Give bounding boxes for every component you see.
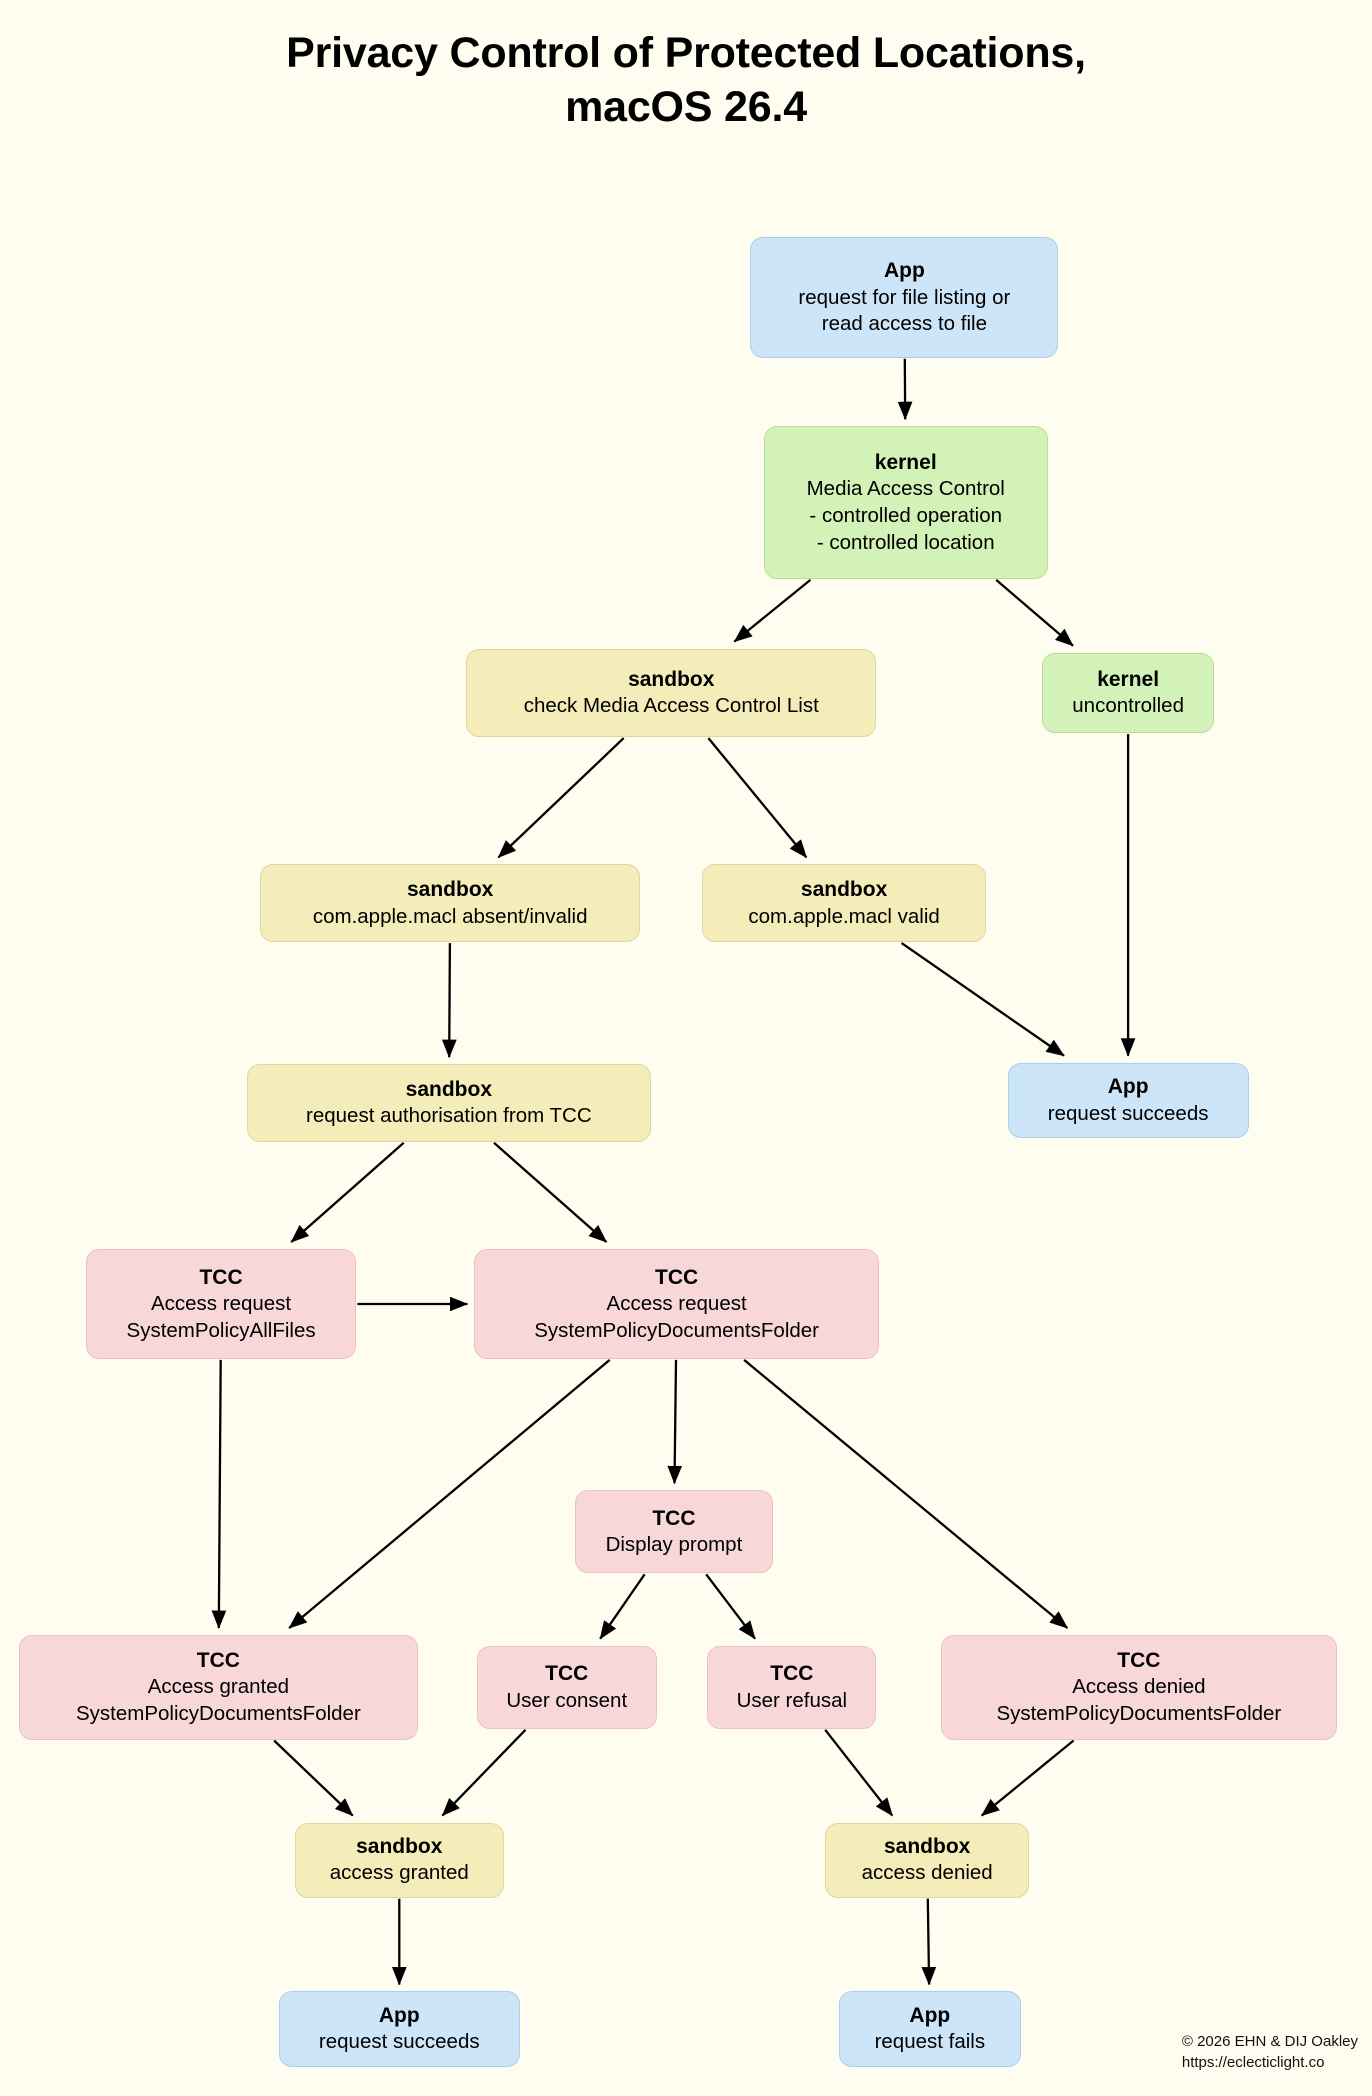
- edge-sandbox-check-to-sandbox-macl-absent: [497, 737, 625, 859]
- node-label: sandbox: [883, 1835, 971, 1859]
- node-text-line: access granted: [329, 1861, 469, 1885]
- node-text-line: Media Access Control: [806, 477, 1005, 501]
- edge-tcc-user-consent-to-sandbox-granted: [441, 1728, 527, 1817]
- edge-tcc-display-prompt-to-tcc-user-consent: [599, 1573, 646, 1640]
- node-text-line: - controlled location: [816, 530, 995, 554]
- credit-copyright: © 2026 EHN & DIJ Oakley: [1181, 2032, 1358, 2050]
- page-title-line-1: Privacy Control of Protected Locations,: [286, 29, 1086, 77]
- node-label: TCC: [545, 1662, 589, 1686]
- node-text-line: Access denied: [1072, 1675, 1206, 1699]
- edge-sandbox-macl-valid-to-app-succeeds-top: [900, 942, 1065, 1057]
- node-text-line: com.apple.macl valid: [748, 904, 940, 928]
- node-text-line: User consent: [506, 1688, 628, 1712]
- node-label: App: [883, 259, 925, 283]
- edge-tcc-req-docsfolder-to-tcc-denied: [743, 1359, 1069, 1629]
- edge-kernel-mac-to-sandbox-check: [733, 579, 812, 643]
- node-text-line: - controlled operation: [809, 503, 1003, 527]
- edge-sandbox-denied-to-app-fails: [921, 1898, 937, 1986]
- node-sandbox-request-tcc: sandbox request authorisation from TCC: [246, 1064, 652, 1142]
- node-label: TCC: [199, 1265, 243, 1289]
- node-text-line: request authorisation from TCC: [306, 1104, 592, 1128]
- node-kernel-uncontrolled: kernel uncontrolled: [1042, 652, 1214, 734]
- credit-url: https://eclecticlight.co: [1181, 2054, 1325, 2072]
- node-label: sandbox: [407, 878, 494, 902]
- node-text-line: SystemPolicyDocumentsFolder: [75, 1701, 361, 1725]
- node-label: sandbox: [628, 667, 715, 691]
- node-text-line: access denied: [861, 1861, 993, 1885]
- edge-tcc-req-docsfolder-to-tcc-display-prompt: [667, 1359, 683, 1485]
- edge-tcc-display-prompt-to-tcc-user-refusal: [705, 1573, 756, 1640]
- node-tcc-display-prompt: TCC Display prompt: [574, 1490, 774, 1574]
- edge-tcc-req-allfiles-to-tcc-granted: [211, 1359, 227, 1629]
- node-app-succeeds-bottom: App request succeeds: [278, 1991, 520, 2067]
- edge-tcc-user-refusal-to-sandbox-denied: [824, 1729, 894, 1817]
- node-label: TCC: [1117, 1648, 1161, 1672]
- edge-tcc-granted-to-sandbox-granted: [273, 1739, 354, 1817]
- node-text-line: User refusal: [736, 1688, 848, 1712]
- node-text-line: Access request: [150, 1291, 292, 1315]
- node-app-fails: App request fails: [838, 1991, 1021, 2067]
- node-sandbox-check: sandbox check Media Access Control List: [466, 648, 877, 738]
- node-label: sandbox: [405, 1077, 493, 1101]
- node-text-line: request fails: [874, 2030, 986, 2054]
- node-label: TCC: [770, 1662, 814, 1686]
- node-text-line: SystemPolicyAllFiles: [126, 1318, 316, 1342]
- edge-sandbox-request-tcc-to-tcc-req-allfiles: [290, 1141, 405, 1243]
- edge-kernel-mac-to-kernel-uncontrolled: [995, 579, 1074, 647]
- node-label: sandbox: [356, 1835, 443, 1859]
- node-text-line: read access to file: [821, 312, 987, 336]
- edge-tcc-req-docsfolder-to-tcc-granted: [288, 1359, 611, 1629]
- node-label: TCC: [655, 1265, 699, 1289]
- node-text-line: request for file listing or: [798, 285, 1011, 309]
- edge-sandbox-request-tcc-to-tcc-req-docsfolder: [493, 1141, 608, 1243]
- page-title: Privacy Control of Protected Locations, …: [0, 26, 1372, 134]
- edge-sandbox-check-to-sandbox-macl-valid: [707, 737, 808, 859]
- edge-tcc-denied-to-sandbox-denied: [980, 1739, 1075, 1817]
- node-label: App: [1107, 1075, 1149, 1099]
- node-text-line: com.apple.macl absent/invalid: [312, 904, 588, 928]
- node-text-line: Access request: [606, 1291, 747, 1315]
- edge-sandbox-macl-absent-to-sandbox-request-tcc: [441, 943, 457, 1059]
- node-label: sandbox: [800, 878, 888, 902]
- node-label: kernel: [1097, 667, 1160, 691]
- node-text-line: check Media Access Control List: [523, 694, 819, 718]
- node-text-line: request succeeds: [318, 2030, 480, 2054]
- node-text-line: SystemPolicyDocumentsFolder: [534, 1318, 820, 1342]
- node-text-line: Access granted: [147, 1675, 290, 1699]
- node-text-line: SystemPolicyDocumentsFolder: [996, 1701, 1282, 1725]
- node-label: TCC: [196, 1648, 240, 1672]
- node-text-line: uncontrolled: [1072, 694, 1184, 718]
- node-label: kernel: [874, 450, 937, 474]
- node-label: TCC: [652, 1506, 696, 1530]
- node-text-line: request succeeds: [1047, 1101, 1209, 1125]
- node-label: App: [378, 2004, 420, 2027]
- node-label: App: [909, 2004, 951, 2027]
- credit-block: © 2026 EHN & DIJ Oakley https://eclectic…: [1182, 2031, 1358, 2075]
- node-text-line: Display prompt: [605, 1533, 743, 1557]
- page-title-line-2: macOS 26.4: [565, 83, 807, 132]
